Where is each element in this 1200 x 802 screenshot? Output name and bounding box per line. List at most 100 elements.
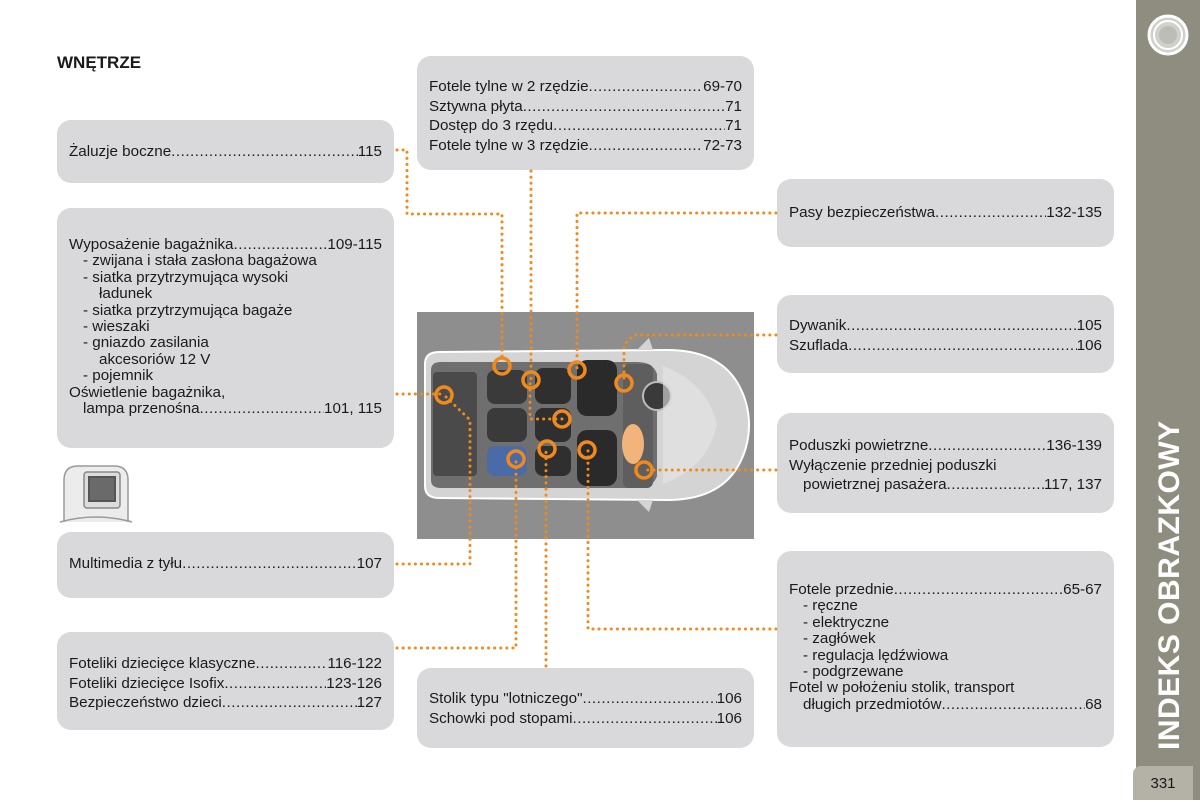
entry-lampa[interactable]: lampa przenośna 101, 115 [69,400,382,418]
entry-label: Dostęp do 3 rzędu [429,117,554,134]
sub-item: - zwijana i stała zasłona bagażowa [83,252,317,270]
page-ref: 116-122 [327,655,382,672]
car-top-view [417,312,754,539]
entry-label: powietrznej pasażera [803,476,947,493]
sub-item: - elektryczne [803,613,890,631]
leader-dots [928,436,1046,456]
entry-schowki[interactable]: Schowki pod stopami 106 [429,709,742,729]
leader-dots [234,237,328,253]
entry-label: Bezpieczeństwo dzieci [69,694,222,711]
entry-label: Stolik typu "lotniczego" [429,690,583,707]
entry-poduszki[interactable]: Poduszki powietrzne 136-139 [789,436,1102,456]
leader-dots [553,116,725,136]
page-ref: 115 [357,143,382,160]
page-title: WNĘTRZE [57,53,142,72]
entry-label: Foteliki dziecięce klasyczne [69,655,256,672]
entry-sztywna-plyta[interactable]: Sztywna płyta 71 [429,97,742,117]
page-number: 331 [1133,766,1193,800]
leader-dots [947,475,1044,495]
leader-dots [222,693,357,713]
sub-item: - regulacja lędźwiowa [803,646,949,664]
page-ref: 69-70 [703,78,742,95]
box-fotele-przednie: Fotele przednie 65-67 - ręczne - elektry… [777,551,1114,747]
entry-label: Fotele tylne w 2 rzędzie [429,78,589,95]
sub-item: - pojemnik [83,367,154,385]
entry-label: Wyłączenie przedniej poduszki [789,456,997,474]
page-ref: 105 [1076,317,1102,334]
sub-item: - gniazdo zasilania [83,334,209,352]
wheel-icon [1147,14,1189,56]
sub-item: - siatka przytrzymująca wysoki [83,268,289,286]
leader-dots [941,697,1085,713]
entry-label: Fotel w położeniu stolik, transport [789,679,1015,697]
page-ref: 136-139 [1046,437,1102,454]
leader-dots [935,205,1046,221]
entry-bagaznik[interactable]: Wyposażenie bagażnika 109-115 [69,236,382,253]
entry-stolik[interactable]: Stolik typu "lotniczego" 106 [429,689,742,709]
page-ref: 101, 115 [324,400,382,418]
headrest-screen-icon [59,465,133,523]
entry-fotele-2-rzad[interactable]: Fotele tylne w 2 rzędzie 69-70 [429,77,742,97]
section-title: INDEKS OBRAZKOWY [1153,420,1186,750]
page-ref: 65-67 [1063,581,1102,598]
page-ref: 106 [716,690,742,707]
leader-dots [589,77,704,97]
leader-dots [848,336,1077,356]
leader-dots [200,401,324,417]
box-dywanik: Dywanik 105 Szuflada 106 [777,295,1114,373]
entry-szuflada[interactable]: Szuflada 106 [789,336,1102,356]
entry-bezpieczenstwo-dzieci[interactable]: Bezpieczeństwo dzieci 127 [69,693,382,713]
page-ref: 106 [716,709,742,727]
entry-multimedia[interactable]: Multimedia z tyłu 107 [69,555,382,572]
page-ref: 117, 137 [1044,476,1102,493]
leader-dots [523,97,725,117]
entry-label: Schowki pod stopami [429,709,573,727]
section-sidebar [1131,0,1200,800]
leader-dots [582,689,716,709]
sub-item: - wieszaki [83,318,150,336]
box-pasy: Pasy bezpieczeństwa 132-135 [777,179,1114,247]
leader-dots [589,136,704,156]
entry-label: Fotele przednie [789,581,894,598]
entry-dywanik[interactable]: Dywanik 105 [789,316,1102,336]
entry-zaluzje[interactable]: Żaluzje boczne 115 [69,143,382,160]
entry-fotele-3-rzad[interactable]: Fotele tylne w 3 rzędzie 72-73 [429,136,742,156]
entry-label: Foteliki dziecięce Isofix [69,674,225,692]
page-ref: 127 [356,694,382,711]
entry-wylaczenie-poduszki[interactable]: powietrznej pasażera 117, 137 [789,475,1102,495]
entry-label: długich przedmiotów [803,695,942,713]
entry-foteliki-isofix[interactable]: Foteliki dziecięce Isofix 123-126 [69,674,382,694]
leader-dots [224,674,326,694]
entry-label: Multimedia z tyłu [69,555,183,572]
sub-item: - zagłówek [803,630,876,648]
entry-label: Sztywna płyta [429,97,523,115]
box-stolik: Stolik typu "lotniczego" 106 Schowki pod… [417,668,754,748]
entry-label: Szuflada [789,336,849,354]
box-zaluzje: Żaluzje boczne 115 [57,120,394,183]
entry-label: Fotele tylne w 3 rzędzie [429,136,589,154]
leader-dots [894,582,1063,598]
sub-item: - ręczne [803,597,858,615]
box-multimedia: Multimedia z tyłu 107 [57,532,394,598]
box-foteliki: Foteliki dziecięce klasyczne 116-122 Fot… [57,632,394,730]
entry-pasy[interactable]: Pasy bezpieczeństwa 132-135 [789,204,1102,221]
box-fotele-tylne: Fotele tylne w 2 rzędzie 69-70 Sztywna p… [417,56,754,170]
entry-label: Oświetlenie bagażnika, [69,383,226,401]
entry-foteliki-klasyczne[interactable]: Foteliki dziecięce klasyczne 116-122 [69,654,382,674]
page-ref: 71 [725,97,742,115]
entry-label: Poduszki powietrzne [789,437,929,454]
entry-fotele-przednie[interactable]: Fotele przednie 65-67 [789,581,1102,598]
entry-dostep-3-rzad[interactable]: Dostęp do 3 rzędu 71 [429,116,742,136]
page-ref: 72-73 [703,136,742,154]
page-ref: 71 [725,117,742,134]
box-bagaznik: Wyposażenie bagażnika 109-115 - zwijana … [57,208,394,448]
leader-dots [846,316,1076,336]
page-ref: 109-115 [327,236,382,253]
leader-dots [256,654,328,674]
page-ref: 107 [356,555,382,572]
entry-fotel-stolik[interactable]: długich przedmiotów 68 [789,695,1102,713]
entry-label: Żaluzje boczne [69,143,172,160]
page-ref: 123-126 [326,674,382,692]
sub-item: akcesoriów 12 V [99,350,211,368]
entry-label: Pasy bezpieczeństwa [789,204,936,221]
